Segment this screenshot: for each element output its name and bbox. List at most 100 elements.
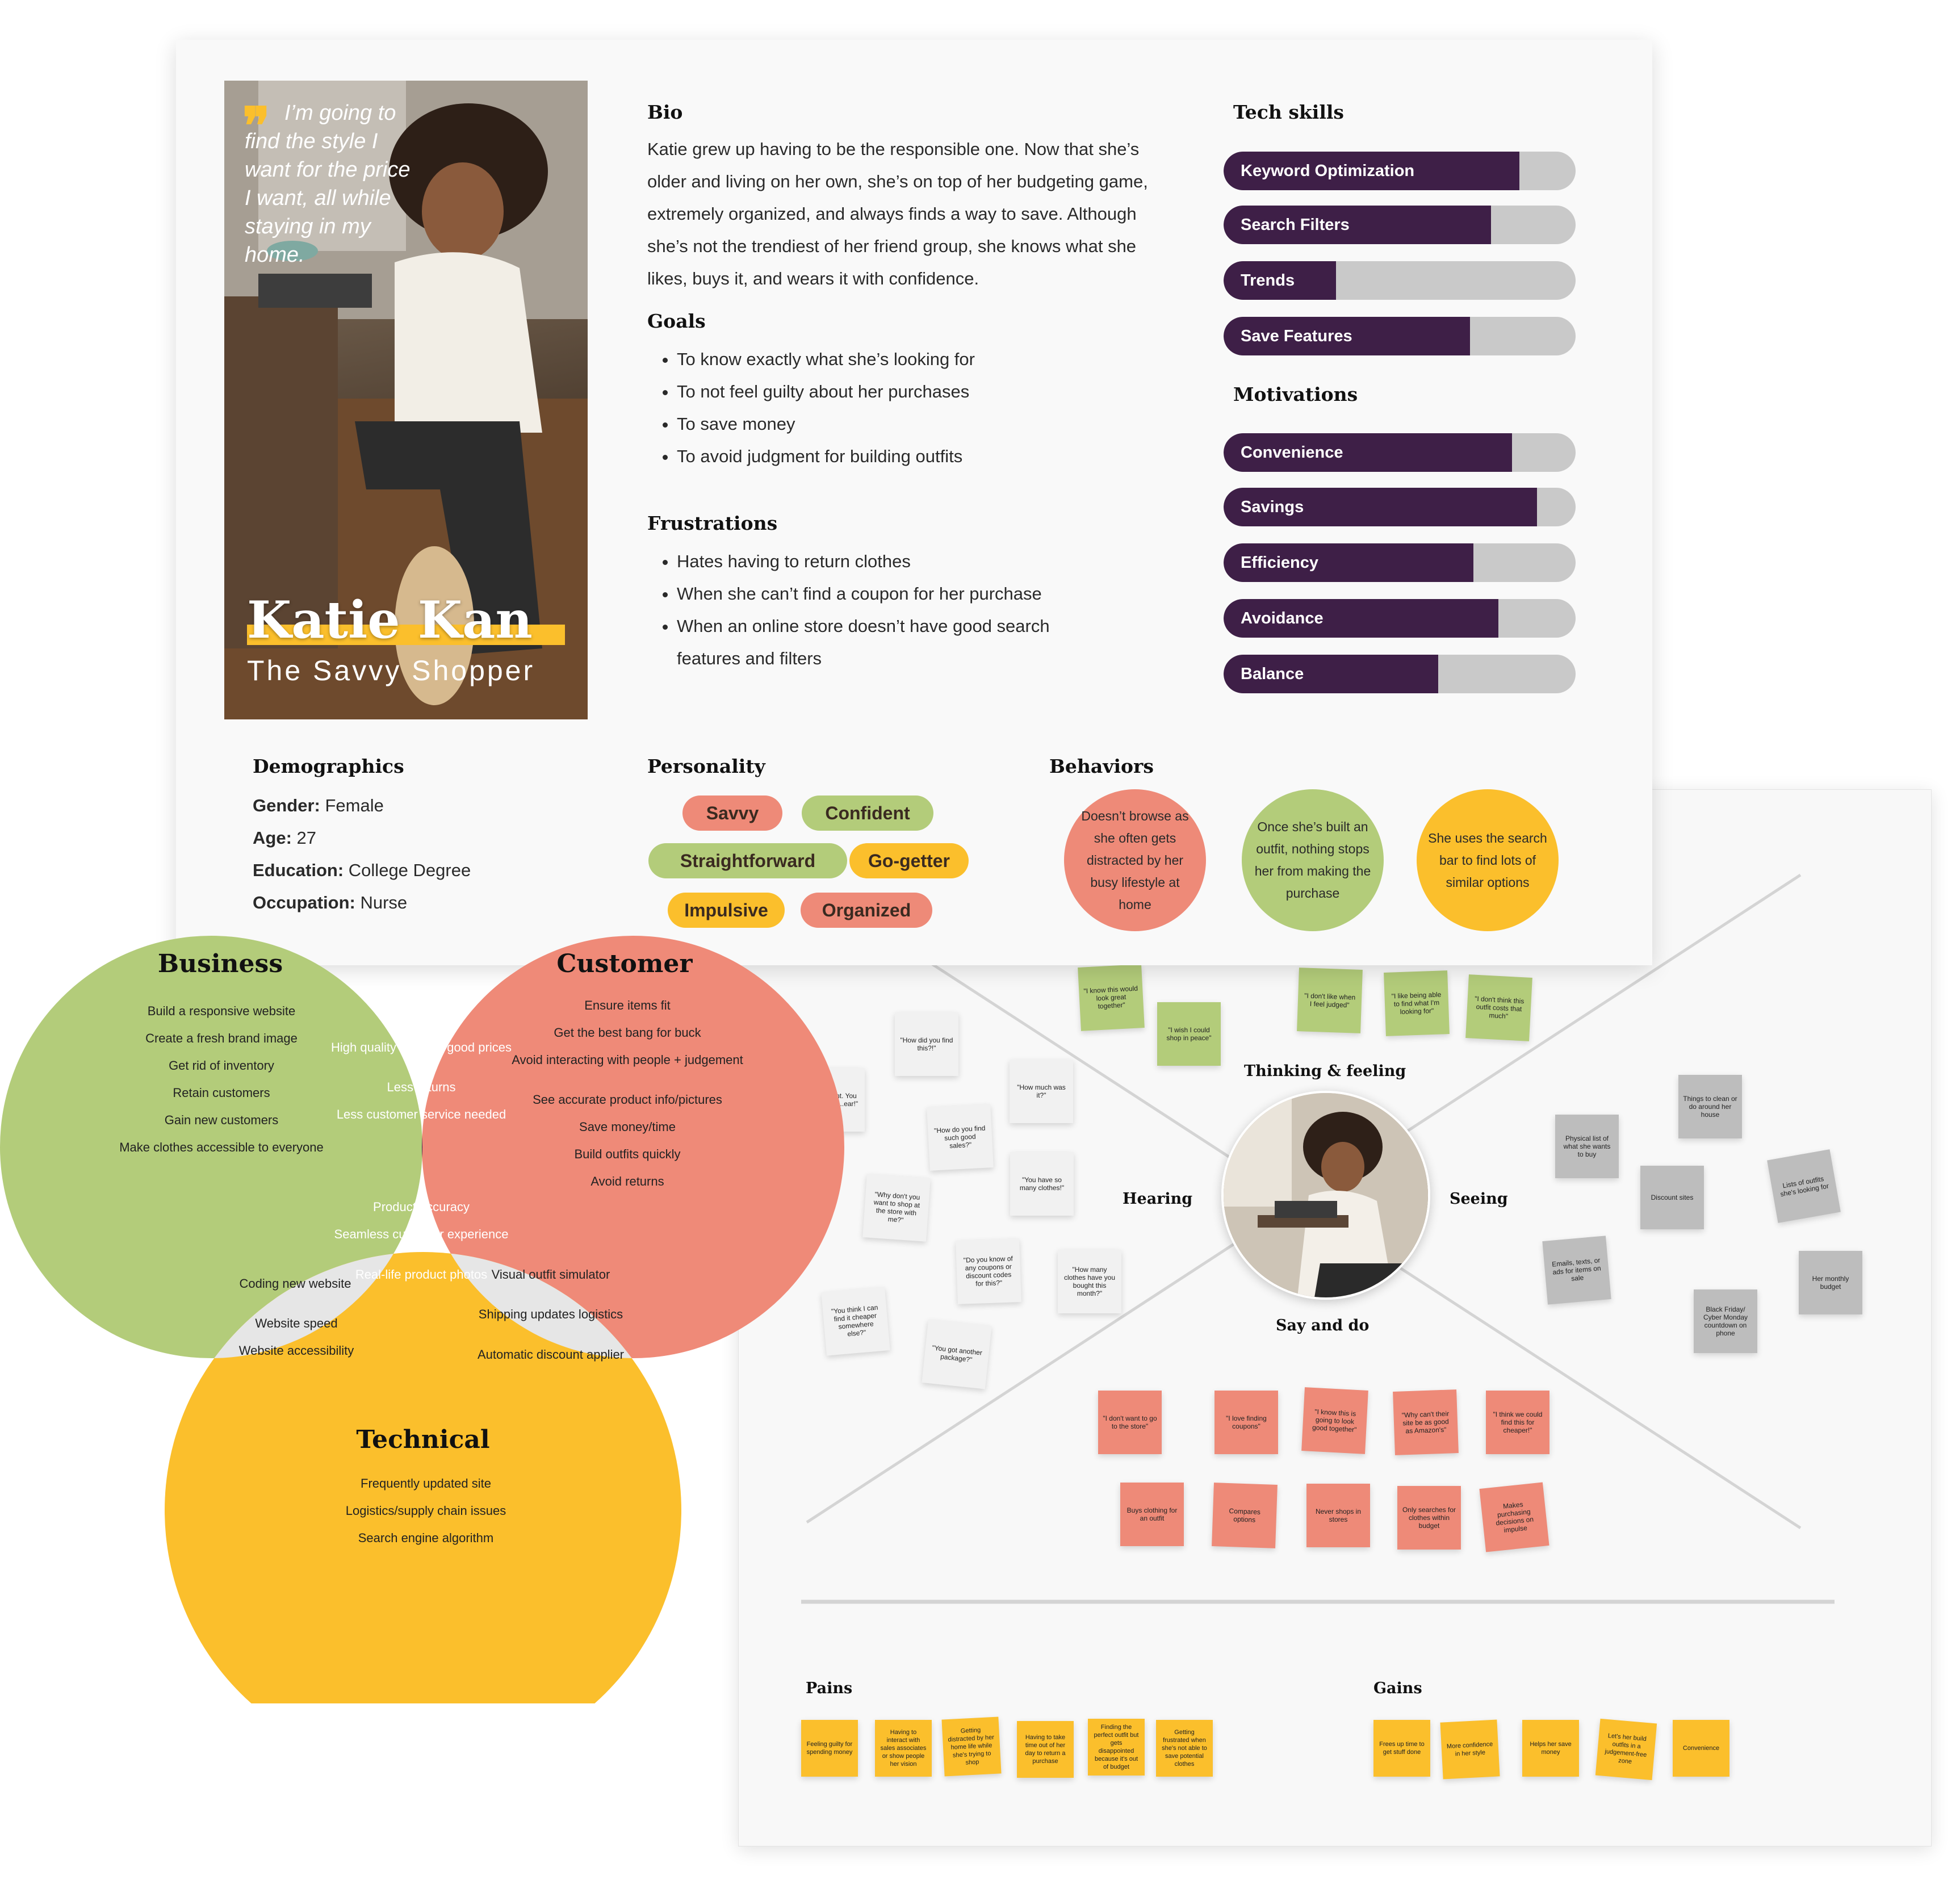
bar-label: Avoidance — [1241, 609, 1324, 627]
customer-technical-item: Visual outfit simulator — [492, 1267, 610, 1282]
say-do-note: "I don't want to go to the store" — [1098, 1391, 1162, 1454]
motivation-bar: Balance — [1224, 655, 1576, 693]
customer-technical-item: Shipping updates logistics — [479, 1307, 623, 1321]
tech-skill-bar: Keyword Optimization — [1224, 152, 1576, 190]
say-do-note: Compares options — [1212, 1483, 1278, 1548]
bar-fill — [1224, 261, 1337, 300]
pain-note: Having to take time out of her day to re… — [1017, 1721, 1074, 1778]
bar-label: Convenience — [1241, 443, 1343, 462]
bio-title: Bio — [647, 101, 683, 123]
personality-pill: Confident — [802, 795, 933, 831]
demographics-title: Demographics — [253, 755, 404, 777]
pain-note: Getting distracted by her home life whil… — [941, 1716, 1002, 1777]
technical-item: Frequently updated site — [361, 1476, 491, 1490]
quote-icon: ❞ — [242, 96, 270, 156]
bar-label: Savings — [1241, 498, 1304, 516]
technical-circle — [165, 1252, 681, 1703]
frustration-item: When an online store doesn’t have good s… — [677, 610, 1079, 675]
bar-label: Save Features — [1241, 327, 1352, 345]
hearing-note: "You got another package?" — [922, 1319, 992, 1389]
business-customer-item: Less returns — [387, 1080, 455, 1094]
bar-fill — [1224, 655, 1439, 693]
customer-item: Build outfits quickly — [574, 1147, 680, 1161]
behaviors-title: Behaviors — [1049, 755, 1154, 777]
tech-skill-bar: Save Features — [1224, 317, 1576, 355]
customer-item: See accurate product info/pictures — [533, 1092, 722, 1107]
center-item: Real-life product photos — [355, 1267, 487, 1282]
gain-note: More confidence in her style — [1440, 1719, 1500, 1779]
bar-label: Trends — [1241, 271, 1295, 290]
motivation-bar: Convenience — [1224, 433, 1576, 472]
hearing-label: Hearing — [1123, 1190, 1193, 1208]
bar-label: Balance — [1241, 665, 1304, 683]
demographics-list: Gender: Female Age: 27 Education: Colleg… — [253, 789, 571, 919]
hearing-note: "How much was it?" — [1010, 1060, 1073, 1123]
goal-item: To not feel guilty about her purchases — [677, 375, 1181, 408]
bar-fill — [1224, 152, 1519, 190]
business-title: Business — [158, 949, 283, 978]
customer-item: Avoid returns — [590, 1174, 664, 1188]
personality-pill: Go-getter — [849, 843, 969, 878]
persona-card: ❞ I’m going to find the style I want for… — [176, 40, 1652, 965]
goal-item: To save money — [677, 408, 1181, 440]
business-customer-item: High quality items at good prices — [331, 1040, 512, 1054]
thinking-note: "I don't think this outfit costs that mu… — [1465, 974, 1532, 1041]
pain-note: Getting frustrated when she's not able t… — [1156, 1720, 1213, 1777]
demographic-row: Gender: Female — [253, 795, 384, 815]
personality-pill: Savvy — [682, 795, 782, 831]
say-do-note: "I think we could find this for cheaper!… — [1486, 1391, 1549, 1454]
customer-item: Save money/time — [579, 1120, 676, 1134]
customer-item: Ensure items fit — [584, 998, 671, 1012]
business-item: Build a responsive website — [148, 1004, 295, 1018]
center-item: Seamless customer experience — [334, 1227, 509, 1241]
seeing-note: Things to clean or do around her house — [1678, 1075, 1742, 1138]
center-item: Product accuracy — [373, 1200, 470, 1214]
motivations-title: Motivations — [1233, 383, 1358, 405]
behavior-circle: She uses the search bar to find lots of … — [1417, 789, 1559, 931]
personality-pill: Organized — [801, 893, 932, 928]
business-circle — [0, 936, 422, 1358]
behavior-circle: Doesn’t browse as she often gets distrac… — [1064, 789, 1206, 931]
bar-fill — [1224, 433, 1513, 472]
behavior-circle: Once she’s built an outfit, nothing stop… — [1242, 789, 1384, 931]
gain-note: Let's her build outfits in a judgement-f… — [1595, 1718, 1657, 1781]
technical-item: Search engine algorithm — [358, 1531, 493, 1545]
empathy-map-board: Thinking & feeling Hearing Seeing Say an… — [738, 789, 1932, 1846]
goals-title: Goals — [647, 310, 706, 332]
pain-note: Finding the perfect outfit but gets disa… — [1088, 1719, 1145, 1776]
frustrations-list: Hates having to return clothes When she … — [647, 545, 1079, 675]
frustration-item: Hates having to return clothes — [677, 545, 1079, 577]
say-do-note: Buys clothing for an outfit — [1120, 1483, 1184, 1546]
name-highlight — [247, 625, 565, 645]
gains-title: Gains — [1373, 1680, 1422, 1697]
bar-fill — [1224, 543, 1474, 582]
business-item: Create a fresh brand image — [145, 1031, 298, 1045]
customer-title: Customer — [556, 949, 693, 978]
bar-fill — [1224, 488, 1537, 526]
seeing-note: Lists of outfits she's looking for — [1767, 1149, 1841, 1223]
motivation-bar: Avoidance — [1224, 599, 1576, 638]
say-do-note: "I know this is going to look good toget… — [1301, 1387, 1368, 1454]
tech-skill-bar: Trends — [1224, 261, 1576, 300]
gain-note: Frees up time to get stuff done — [1373, 1720, 1430, 1777]
bar-fill — [1224, 317, 1470, 355]
seeing-note: Emails, texts, or ads for items on sale — [1542, 1236, 1611, 1305]
gain-note: Helps her save money — [1522, 1720, 1579, 1777]
say-do-note: Never shops in stores — [1306, 1484, 1370, 1547]
personality-title: Personality — [647, 755, 765, 777]
bar-fill — [1224, 206, 1492, 244]
technical-item: Logistics/supply chain issues — [346, 1504, 506, 1518]
bio-text: Katie grew up having to be the responsib… — [647, 139, 1148, 288]
personality-pill: Impulsive — [668, 893, 785, 928]
pain-note: Having to interact with sales associates… — [875, 1720, 932, 1777]
business-technical-item: Website speed — [255, 1316, 337, 1330]
customer-item: Get the best bang for buck — [554, 1025, 701, 1040]
thinking-note: "I wish I could shop in peace" — [1157, 1002, 1221, 1066]
pain-note: Feeling guilty for spending money — [801, 1720, 858, 1777]
customer-circle — [422, 936, 844, 1358]
seeing-note: Black Friday/ Cyber Monday countdown on … — [1694, 1289, 1757, 1353]
business-technical-item: Coding new website — [240, 1276, 351, 1291]
goals-list: To know exactly what she’s looking for T… — [647, 343, 1181, 472]
persona-photo: ❞ I’m going to find the style I want for… — [224, 81, 588, 719]
seeing-label: Seeing — [1450, 1190, 1508, 1208]
